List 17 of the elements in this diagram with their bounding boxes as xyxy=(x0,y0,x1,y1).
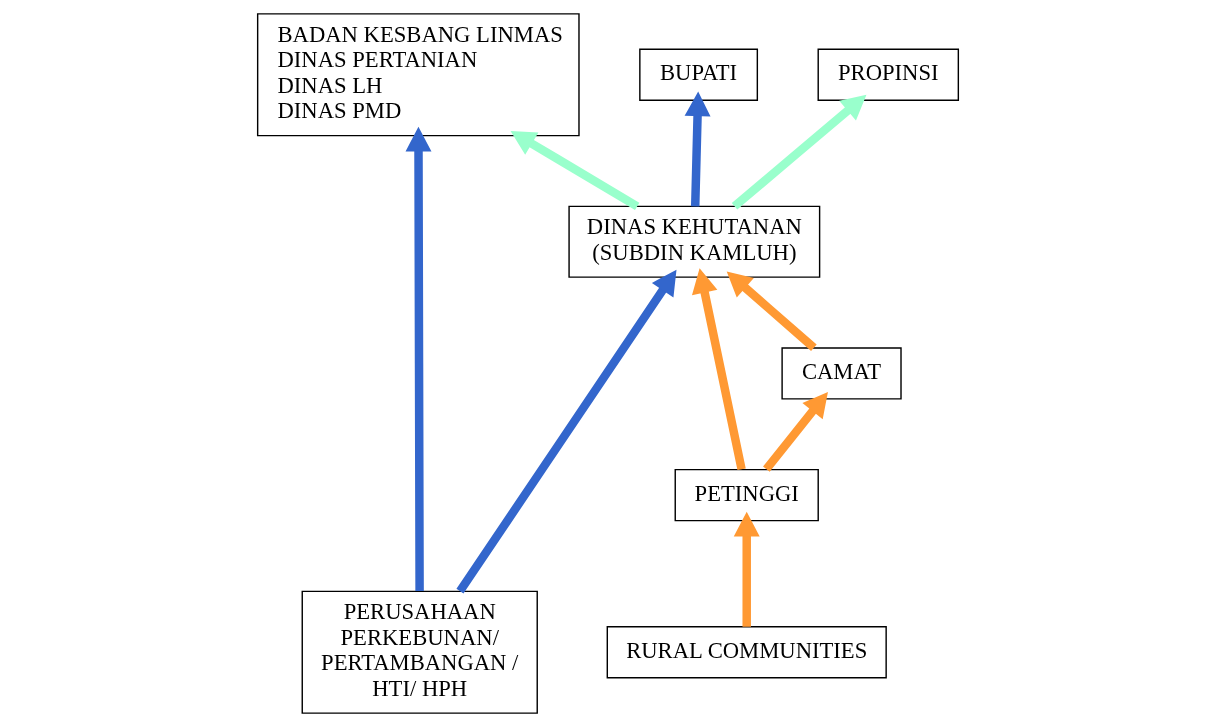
arrow xyxy=(762,391,828,472)
arrow xyxy=(731,94,866,210)
arrow xyxy=(726,271,817,351)
arrow xyxy=(733,511,760,627)
node-box: RURAL COMMUNITIES xyxy=(606,626,887,679)
arrow xyxy=(405,126,431,591)
arrow xyxy=(510,131,639,210)
node-box: PERUSAHAAN PERKEBUNAN/ PERTAMBANGAN / HTI/ HPH xyxy=(301,590,538,714)
arrow xyxy=(455,269,676,594)
arrow xyxy=(684,91,711,207)
node-box: BUPATI xyxy=(638,48,758,101)
node-box: BADAN KESBANG LINMAS DINAS PERTANIAN DINAS LH DINAS PMD xyxy=(256,13,580,137)
arrow xyxy=(691,268,746,471)
node-box: CAMAT xyxy=(780,347,902,400)
node-box: PROPINSI xyxy=(817,48,959,101)
node-box: PETINGGI xyxy=(674,468,819,522)
node-box: DINAS KEHUTANAN (SUBDIN KAMLUH) xyxy=(567,205,820,278)
